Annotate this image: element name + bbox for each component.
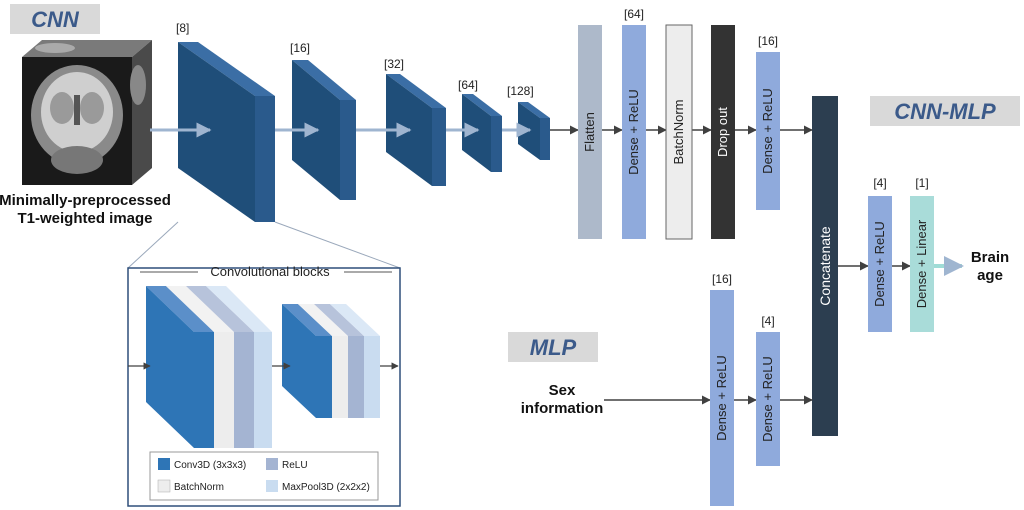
dense-relu-16-layer: Dense + ReLU [16] <box>756 34 780 210</box>
mlp-dense-relu-16-label: Dense + ReLU <box>714 355 729 441</box>
conv-cube-1 <box>178 42 275 222</box>
legend-label-maxpool: MaxPool3D (2x2x2) <box>282 482 370 493</box>
mlp-tag-bg <box>508 332 598 362</box>
zoom-lines <box>127 221 401 269</box>
channel-label-1: [8] <box>176 21 189 35</box>
mlp-dense-relu-16-units: [16] <box>712 272 732 286</box>
legend-swatch-conv3d <box>158 458 170 470</box>
dense-relu-16-label: Dense + ReLU <box>760 88 775 174</box>
head-dense-linear-units: [1] <box>915 176 928 190</box>
concatenate-layer: Concatenate <box>812 96 838 436</box>
conv-blocks-legend: Conv3D (3x3x3) ReLU BatchNorm MaxPool3D … <box>149 451 379 501</box>
flatten-label: Flatten <box>582 112 597 152</box>
conv-block-2 <box>282 304 380 418</box>
legend-swatch-relu <box>266 458 278 470</box>
cnn-mlp-tag-bg <box>870 96 1020 126</box>
mlp-dense-relu-4-layer: Dense + ReLU [4] <box>756 314 780 466</box>
mlp-dense-relu-4-label: Dense + ReLU <box>760 356 775 442</box>
batchnorm-label: BatchNorm <box>671 99 686 164</box>
cnn-mlp-tag-text: CNN-MLP <box>894 99 996 124</box>
conv-blocks-title: Convolutional blocks <box>210 264 330 279</box>
mlp-dense-relu-16-layer: Dense + ReLU [16] <box>710 272 734 506</box>
conv-cube-2 <box>292 60 356 200</box>
head-dense-relu-layer: Dense + ReLU [4] <box>868 176 892 332</box>
cnn-mlp-tag: CNN-MLP <box>870 96 1020 126</box>
legend-label-relu: ReLU <box>282 460 308 471</box>
channel-label-2: [16] <box>290 41 310 55</box>
concatenate-label: Concatenate <box>817 226 833 306</box>
output-label-line2: age <box>977 267 1003 284</box>
dropout-layer: Drop out <box>711 25 735 239</box>
dense-relu-64-layer: Dense + ReLU [64] <box>622 7 646 239</box>
legend-label-batchnorm: BatchNorm <box>174 482 224 493</box>
conv-block-1 <box>146 286 272 448</box>
cnn-tag-text: CNN <box>31 7 80 32</box>
head-dense-linear-label: Dense + Linear <box>914 219 929 308</box>
output-label-line1: Brain <box>971 249 1009 266</box>
head-dense-relu-label: Dense + ReLU <box>872 221 887 307</box>
dropout-label: Drop out <box>715 107 730 157</box>
legend-swatch-batchnorm <box>157 479 171 493</box>
flatten-layer: Flatten <box>578 25 602 239</box>
sex-input-label-line1: Sex <box>549 382 576 399</box>
batchnorm-layer: BatchNorm <box>665 24 693 240</box>
brain-mri-image <box>22 40 152 185</box>
dense-relu-64-label: Dense + ReLU <box>626 89 641 175</box>
channel-label-5: [128] <box>507 84 534 98</box>
sex-input-label-line2: information <box>521 400 604 417</box>
input-image-label-line1: Minimally-preprocessed <box>0 192 171 209</box>
input-image-label-line2: T1-weighted image <box>17 210 152 227</box>
cnn-tag-bg <box>10 4 100 34</box>
mlp-tag-text: MLP <box>530 335 577 360</box>
cnn-tag: CNN <box>10 4 100 34</box>
conv-cube-4 <box>462 94 502 172</box>
dense-relu-16-units: [16] <box>758 34 778 48</box>
legend-label-conv3d: Conv3D (3x3x3) <box>174 460 246 471</box>
conv-blocks-panel: Convolutional blocks <box>127 264 401 507</box>
mlp-tag: MLP <box>508 332 598 362</box>
head-dense-relu-units: [4] <box>873 176 886 190</box>
legend-swatch-maxpool <box>266 480 278 492</box>
mlp-dense-relu-4-units: [4] <box>761 314 774 328</box>
head-dense-linear-layer: Dense + Linear [1] <box>910 176 934 332</box>
channel-label-3: [32] <box>384 57 404 71</box>
channel-label-4: [64] <box>458 78 478 92</box>
dense-relu-64-units: [64] <box>624 7 644 21</box>
